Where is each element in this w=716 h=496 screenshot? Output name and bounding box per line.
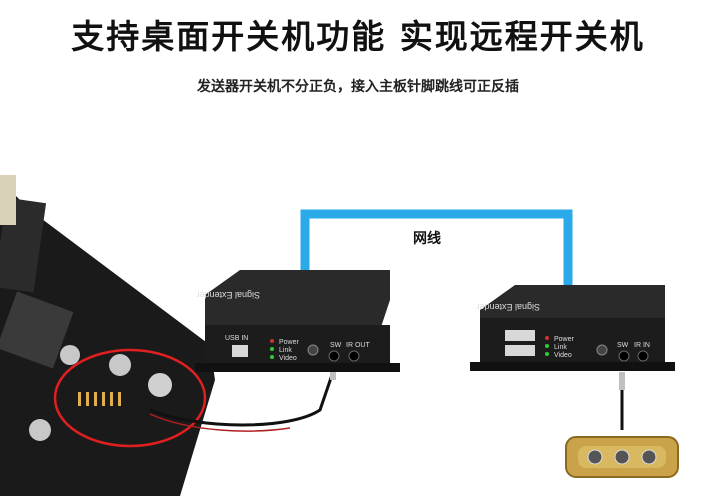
power-switch-panel xyxy=(565,436,679,478)
receiver-device: Signal Extender Power Link Video SW IR I… xyxy=(470,285,675,371)
cable-label: 网线 xyxy=(413,231,441,247)
receiver-brand: Signal Extender xyxy=(476,302,540,312)
page-subtitle: 发送器开关机不分正负，接入主板针脚跳线可正反插 xyxy=(197,79,519,95)
receiver-led-link: Link xyxy=(554,344,567,351)
sender-led-video: Video xyxy=(279,355,297,362)
sender-device: Signal Extender USB IN Power Link Video … xyxy=(195,270,400,372)
jumper-cable xyxy=(149,371,335,427)
sender-led-link: Link xyxy=(279,347,292,354)
motherboard xyxy=(0,175,215,496)
receiver-sw-label: SW xyxy=(617,342,629,349)
network-cable xyxy=(300,209,573,285)
receiver-led-video: Video xyxy=(554,352,572,359)
sender-led-power: Power xyxy=(279,339,300,346)
sender-brand: Signal Extender xyxy=(196,290,260,300)
sender-usb-label: USB IN xyxy=(225,335,248,342)
sender-sw-label: SW xyxy=(330,342,342,349)
highlight-circle xyxy=(53,348,207,448)
receiver-led-power: Power xyxy=(554,336,575,343)
sender-ir-label: IR OUT xyxy=(346,342,370,349)
page-title: 支持桌面开关机功能 实现远程开关机 xyxy=(71,17,645,56)
receiver-ir-label: IR IN xyxy=(634,342,650,349)
